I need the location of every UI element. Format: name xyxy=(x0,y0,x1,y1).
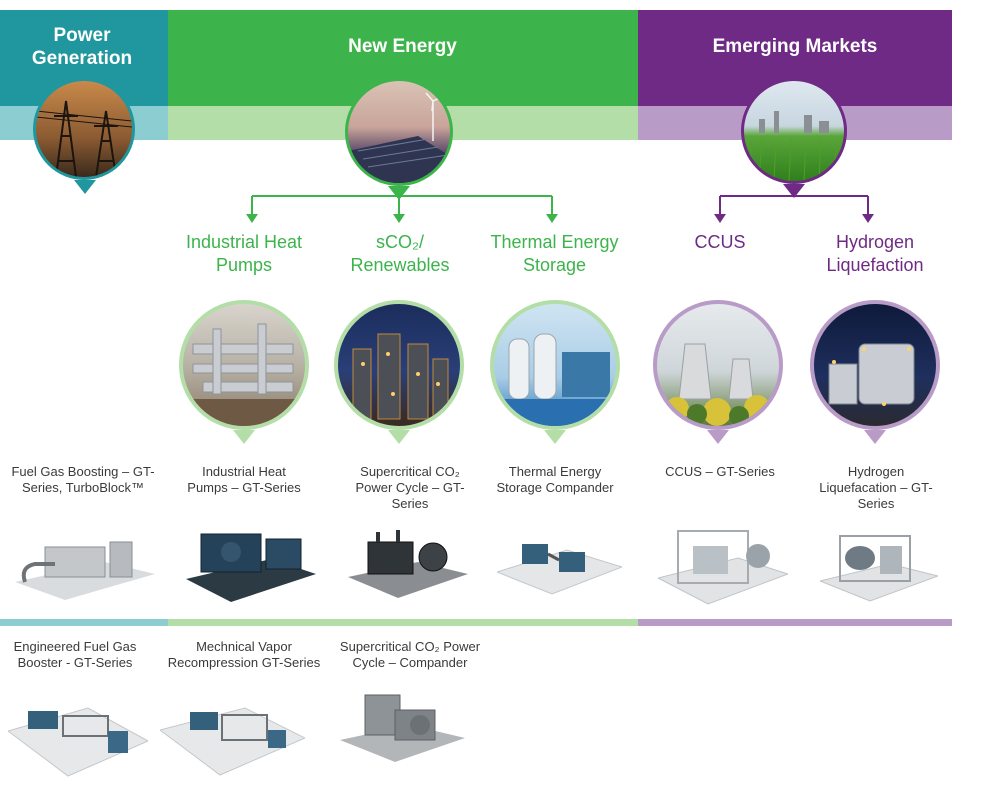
product-engineered-fuel-gas-booster: Engineered Fuel Gas Booster - GT-Series xyxy=(13,639,137,670)
sco2-power-cycle-unit xyxy=(348,530,468,598)
product-industrial-heat-pumps: Industrial Heat Pumps – GT-Series xyxy=(187,464,301,495)
new-energy-header: New Energy xyxy=(348,36,457,57)
thermal-compander-skid xyxy=(497,544,622,595)
product-ccus-gt-series: CCUS – GT-Series xyxy=(665,464,775,479)
category-industrial-heat-pumps: Industrial Heat Pumps xyxy=(185,232,303,275)
product-sco2-compander: Supercritical CO₂ Power Cycle – Compande… xyxy=(339,639,481,670)
hydrogen-pointer xyxy=(864,430,886,444)
category-ccus: CCUS xyxy=(694,232,746,252)
product-sco2-power-cycle: Supercritical CO₂ Power Cycle – GT-Serie… xyxy=(355,464,465,511)
hydrogen-photo xyxy=(810,300,940,430)
heat-pumps-pointer xyxy=(233,430,255,444)
product-mvr: Mechnical Vapor Recompression GT-Series xyxy=(167,639,321,670)
product-thermal-compander: Thermal Energy Storage Compander xyxy=(496,464,614,495)
category-sco2-renewables: sCO₂/ Renewables xyxy=(350,232,450,275)
power-pylons-photo xyxy=(33,78,135,180)
sco2-pointer xyxy=(388,430,410,444)
thermal-pointer xyxy=(544,430,566,444)
fuel-gas-boosting-skid xyxy=(15,541,155,600)
hydrogen-skid xyxy=(820,535,938,602)
divider-green xyxy=(168,619,638,626)
power-generation-header: Power Generation xyxy=(31,25,133,69)
ccus-pointer xyxy=(707,430,729,444)
heat-pumps-skid xyxy=(186,533,316,602)
new-energy-photo xyxy=(345,78,453,186)
category-hydrogen-liquefaction: Hydrogen Liquefaction xyxy=(826,232,924,275)
product-hydrogen-gt-series: Hydrogen Liquefacation – GT-Series xyxy=(819,464,933,511)
thermal-storage-photo xyxy=(490,300,620,430)
sco2-plant-photo xyxy=(334,300,464,430)
ccus-photo xyxy=(653,300,783,430)
new-energy-connector xyxy=(246,188,874,223)
emerging-markets-photo xyxy=(741,78,847,184)
ccus-skid xyxy=(658,530,788,605)
product-fuel-gas-boosting: Fuel Gas Boosting – GT-Series, TurboBloc… xyxy=(11,464,155,495)
heat-pumps-photo xyxy=(179,300,309,430)
emerging-markets-header: Emerging Markets xyxy=(712,36,878,57)
sco2-compander-unit xyxy=(340,694,465,762)
engineered-fuel-gas-booster-skid xyxy=(8,707,148,777)
category-thermal-energy-storage: Thermal Energy Storage xyxy=(490,232,619,275)
divider-teal xyxy=(0,619,168,626)
divider-purple xyxy=(638,619,952,626)
mvr-skid xyxy=(160,707,305,776)
power-pointer xyxy=(74,180,96,194)
